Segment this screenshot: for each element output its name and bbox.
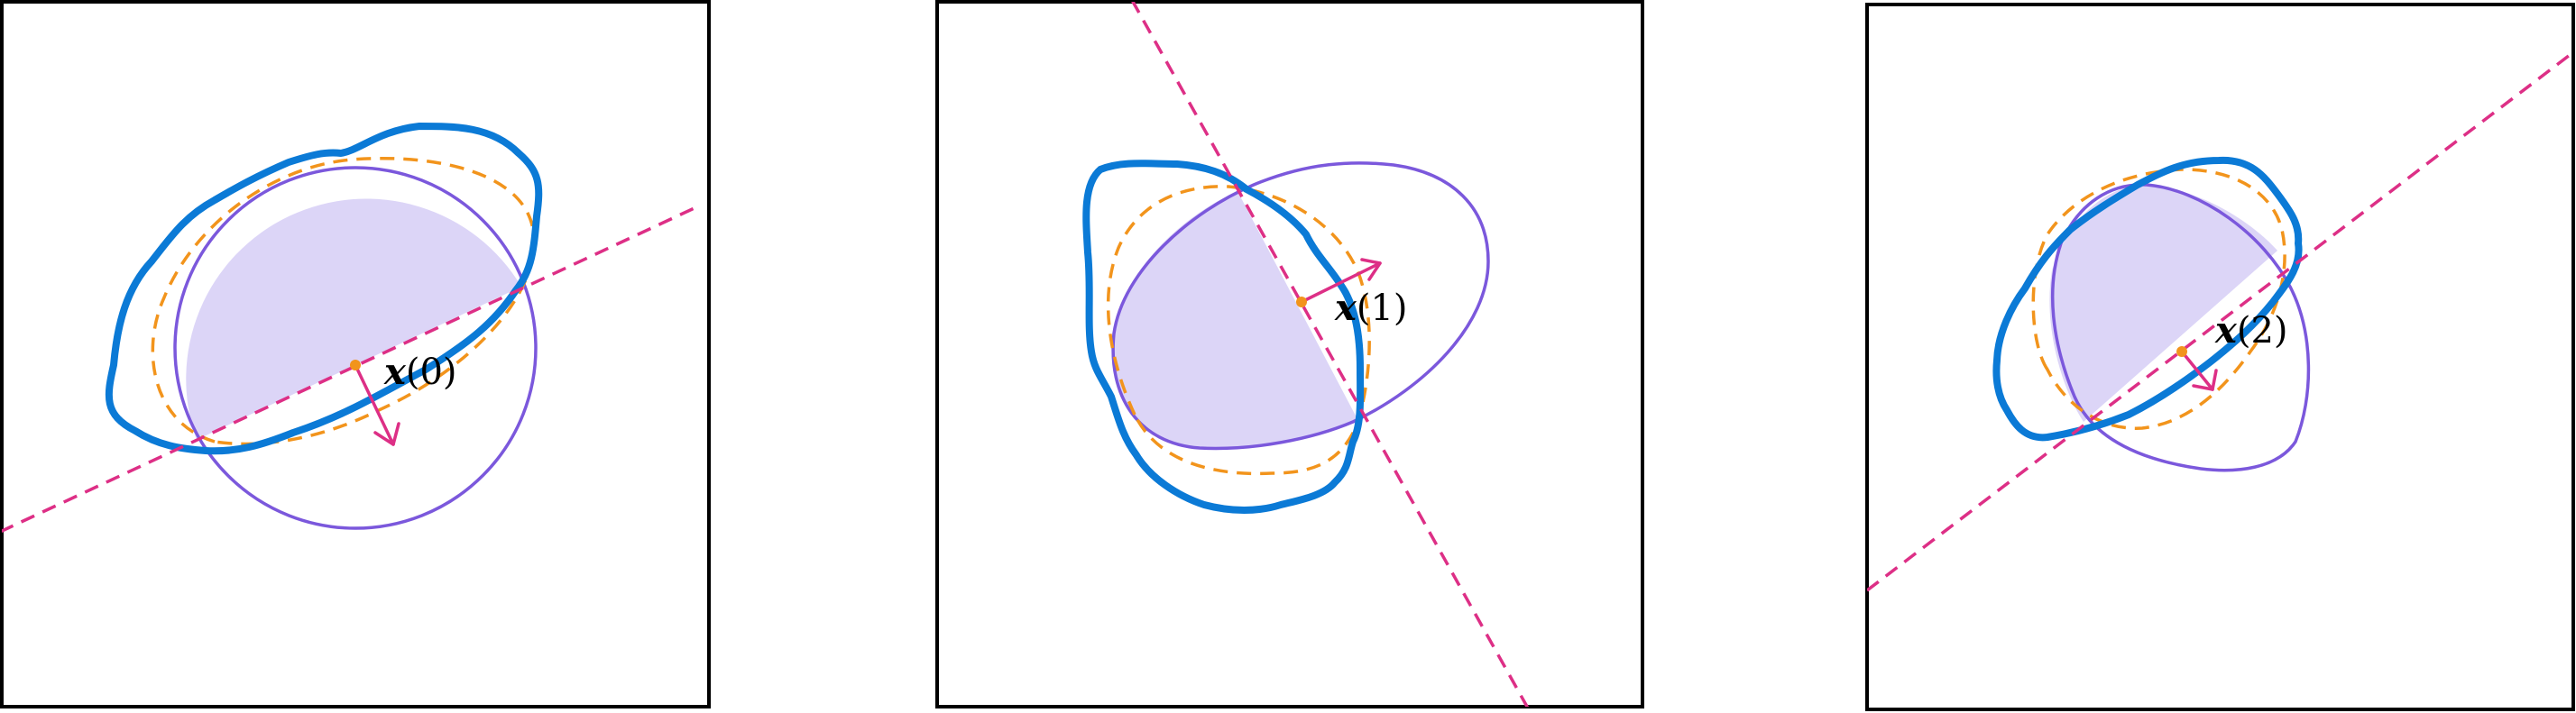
panel-2-point-index: (2) [2237,310,2288,352]
panel-1: x(1) [935,0,1644,708]
panel-1-point-label: x(1) [1334,287,1408,329]
panel-0-center-point [350,360,361,370]
panel-1-point-index: (1) [1357,288,1408,329]
panel-1-point-variable: x [1334,287,1357,329]
panel-0-thick-curve [105,123,543,455]
panel-1-ellipse [1111,161,1490,451]
panel-2-dashed-curve [2031,168,2286,430]
panel-0: x(0) [0,0,711,708]
panel-2-normal-arrow-head [2192,369,2218,391]
panel-1-normal-arrow-head [1360,258,1382,281]
panel-2: x(2) [1865,3,2575,711]
panel-0-ellipse [173,166,538,530]
panel-2-point-label: x(2) [2214,309,2288,352]
panel-0-normal-arrow-shaft [354,363,395,446]
panel-0-normal-arrow-head [373,422,400,446]
panel-0-feasible-region [186,198,521,440]
panel-2-point-variable: x [2214,309,2238,352]
panel-2-thick-curve [1992,156,2303,442]
panel-1-separating-line [1131,2,1530,707]
panel-2-separating-line [1867,50,2573,592]
panel-0-point-index: (0) [406,352,457,393]
panel-0-point-variable: x [383,351,407,393]
panel-0-separating-line [2,204,701,533]
panel-1-dashed-curve [1106,185,1371,476]
panel-1-thick-curve [1082,160,1365,514]
panel-2-feasible-region [2049,185,2277,422]
panel-0-point-label: x(0) [383,351,457,393]
panel-2-normal-arrow-shaft [2180,350,2214,391]
panel-1-normal-arrow-shaft [1300,261,1382,304]
panel-2-center-point [2176,346,2187,357]
panel-1-feasible-region [1113,191,1357,449]
panel-1-center-point [1296,297,1307,307]
